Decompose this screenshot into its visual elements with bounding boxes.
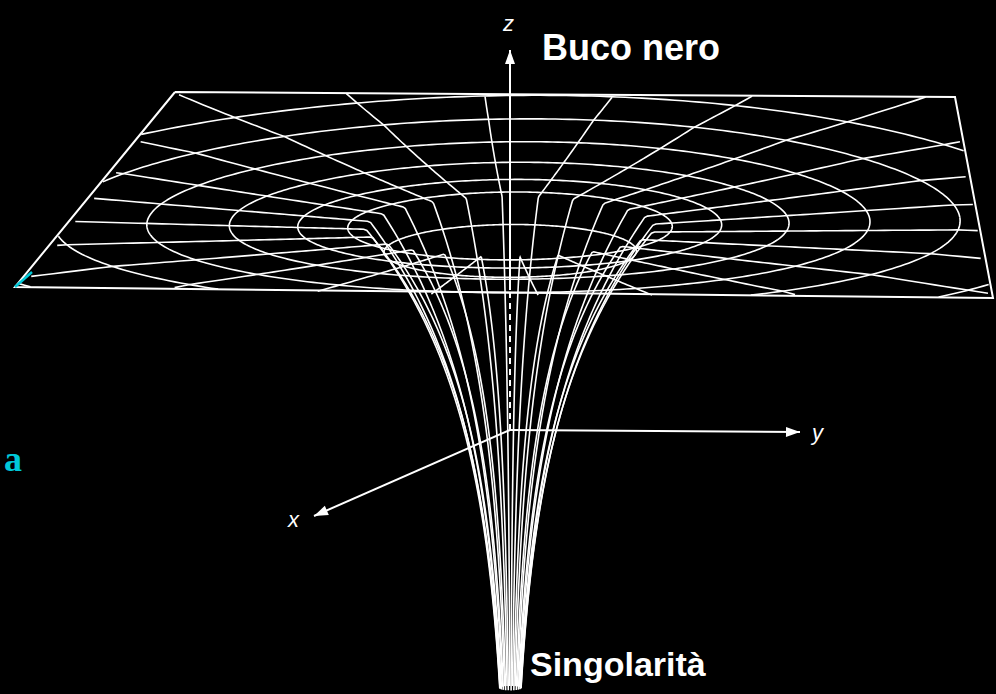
axes	[314, 50, 800, 516]
z-axis	[509, 50, 511, 290]
grid-radial-line	[179, 95, 504, 686]
grid-radial-line	[485, 96, 510, 685]
axis-label: y	[812, 421, 823, 445]
cut-letter: a	[4, 440, 22, 480]
x-axis	[314, 430, 510, 516]
cyan-mark	[15, 272, 32, 287]
grid-radial-line	[520, 240, 981, 689]
arrow-head	[505, 50, 515, 64]
title-label: Buco nero	[542, 28, 720, 68]
grid-radial-line	[94, 198, 500, 687]
axis-label: z	[503, 12, 514, 36]
grid-radial-line	[521, 205, 973, 688]
arrow-head	[314, 506, 329, 516]
grid-radial-line	[175, 250, 504, 690]
spacetime-grid	[15, 92, 993, 690]
grid-radial-line	[31, 244, 501, 689]
y-axis	[510, 430, 800, 432]
grid-radial-line	[519, 142, 960, 687]
grid-radial-line	[517, 97, 925, 686]
grid-radial-line	[515, 96, 752, 686]
grid-radial-line	[514, 256, 652, 691]
axis-label: x	[288, 508, 299, 532]
grid-radial-line	[116, 173, 501, 687]
arrow-head	[786, 427, 800, 437]
singularity-label: Singolarità	[530, 646, 706, 683]
grid-ring	[103, 119, 960, 218]
grid-radial-line	[75, 222, 499, 689]
grid-ring	[19, 284, 30, 287]
z-axis-hidden	[509, 290, 511, 430]
grid-radial-line	[516, 252, 795, 690]
grid-radial-line	[141, 142, 503, 687]
grid-radial-line	[518, 246, 988, 689]
grid-radial-line	[346, 94, 507, 687]
